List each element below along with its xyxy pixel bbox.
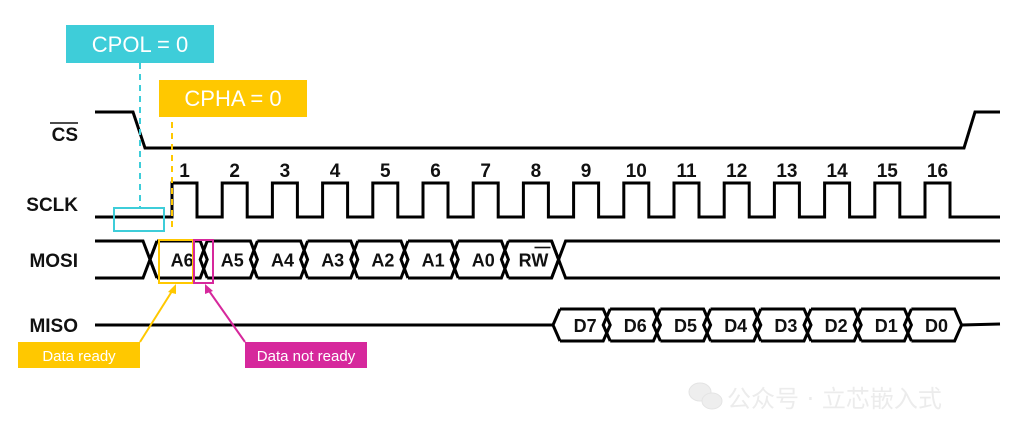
mosi-label: MOSI [29,251,78,272]
bit-cell: A2 [349,239,410,280]
clock-number: 9 [581,161,592,182]
clock-number: 16 [927,161,948,182]
bit-cell: D1 [852,307,914,343]
bit-label: A4 [271,251,294,271]
clock-number: 11 [676,161,697,182]
cs-waveform [95,110,1000,150]
bit-label: D4 [724,316,747,336]
bit-cell: A3 [298,239,360,280]
clock-number: 2 [229,161,240,182]
bit-label: D3 [774,316,797,336]
clock-number: 15 [877,161,899,182]
sclk-label: SCLK [26,195,78,216]
clock-number: 3 [280,161,291,182]
cpha-text: CPHA = 0 [184,86,281,111]
cpha-annotation: CPHA = 0 [159,80,307,232]
cpol-highlight-box [113,207,165,232]
bit-label: A3 [321,251,344,271]
bit-label: A2 [371,251,394,271]
cpol-box [66,25,214,63]
wechat-icon [688,382,723,410]
bit-label: A0 [472,251,495,271]
data-ready-box [18,342,140,368]
signal-labels: CS SCLK MOSI MISO [26,122,78,337]
bit-label: D5 [674,316,697,336]
bit-label: RW [519,251,549,271]
watermark: 公众号 · 立芯嵌入式 [688,382,942,413]
clock-number: 10 [626,161,647,182]
data-ready-text: Data ready [42,348,116,365]
data-not-ready-annotation: Data not ready [205,284,367,368]
watermark-text: 公众号 · 立芯嵌入式 [727,385,942,413]
cpol-annotation: CPOL = 0 [66,25,214,232]
sclk-waveform [95,181,1000,219]
mosi-idle-line [550,240,1000,280]
clock-number: 8 [531,161,542,182]
data-ready-annotation: Data ready [18,284,176,368]
mosi-idle-line [95,239,159,279]
clock-number: 12 [726,161,747,182]
bit-label: A6 [171,251,194,271]
bit-label: D7 [574,316,597,336]
bit-label: D0 [925,316,948,336]
clock-number: 6 [430,161,441,182]
bit-cell: A1 [399,239,460,280]
bit-cell: D3 [752,307,813,343]
bit-cell: D5 [651,307,713,343]
data-not-ready-arrowhead-icon [205,284,213,294]
miso-idle-line [961,322,1001,327]
bit-cell: D6 [601,307,663,343]
bit-label: D2 [825,316,848,336]
cs-label: CS [52,125,78,146]
data-ready-arrow [139,287,175,343]
bit-label: A5 [221,251,244,271]
clock-number: 1 [179,161,190,182]
data-not-ready-arrow [206,287,246,343]
data-not-ready-box [245,342,367,368]
cpol-text: CPOL = 0 [92,32,188,57]
cpha-box [159,80,307,117]
data-ready-arrowhead-icon [168,284,176,294]
bit-cell: A4 [248,239,310,280]
bit-cell: A0 [449,239,511,280]
data-not-ready-text: Data not ready [257,348,356,365]
clock-number: 7 [480,161,491,182]
mosi-idle-line [95,240,159,280]
miso-waveform: D7 D6 D5 D4 D3 D2 D1 D0 [95,307,1001,343]
clock-number: 14 [827,161,849,182]
mosi-waveform: A6 A5 A4 A3 A2 A1 A0 RW [95,239,1000,280]
clock-number: 4 [330,161,341,182]
bit-cell: D7 [551,307,612,343]
bit-label: D6 [624,316,647,336]
bit-label: A1 [422,251,445,271]
bit-label: D1 [875,316,898,336]
clock-number: 5 [380,161,391,182]
clock-number: 13 [776,161,797,182]
data-not-ready-highlight [193,239,214,284]
bit-cell: D2 [802,307,863,343]
mosi-idle-line [550,239,1000,279]
miso-label: MISO [29,316,78,337]
bit-cell: D4 [701,307,763,343]
